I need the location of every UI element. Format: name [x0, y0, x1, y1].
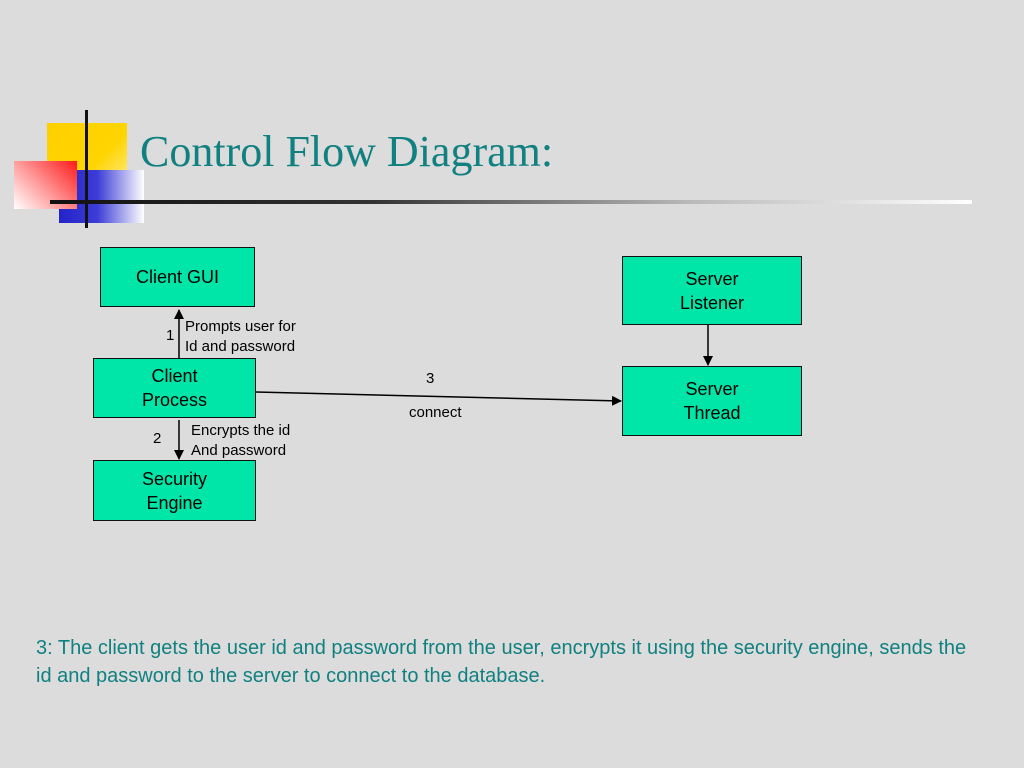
node-client-gui: Client GUI [100, 247, 255, 307]
slide-title: Control Flow Diagram: [140, 127, 554, 176]
arrow-step3 [255, 391, 622, 406]
logo-vertical-line [85, 110, 88, 228]
edge-step3-number: 3 [426, 370, 435, 387]
edge-step2-label: Encrypts the id And password [191, 422, 291, 459]
edge-step1-label: Prompts user for Id and password [185, 318, 296, 355]
node-security-engine: Security Engine [93, 460, 256, 521]
edge-step3-label: connect [409, 404, 462, 421]
slide-caption: 3: The client gets the user id and passw… [36, 637, 967, 687]
slide-logo-decoration [0, 0, 160, 240]
edge-step2-number: 2 [153, 430, 162, 447]
node-server-listener: Server Listener [622, 256, 802, 325]
edge-step1-number: 1 [166, 327, 175, 344]
node-client-process: Client Process [93, 358, 256, 418]
title-underline [50, 200, 972, 204]
node-server-thread: Server Thread [622, 366, 802, 436]
